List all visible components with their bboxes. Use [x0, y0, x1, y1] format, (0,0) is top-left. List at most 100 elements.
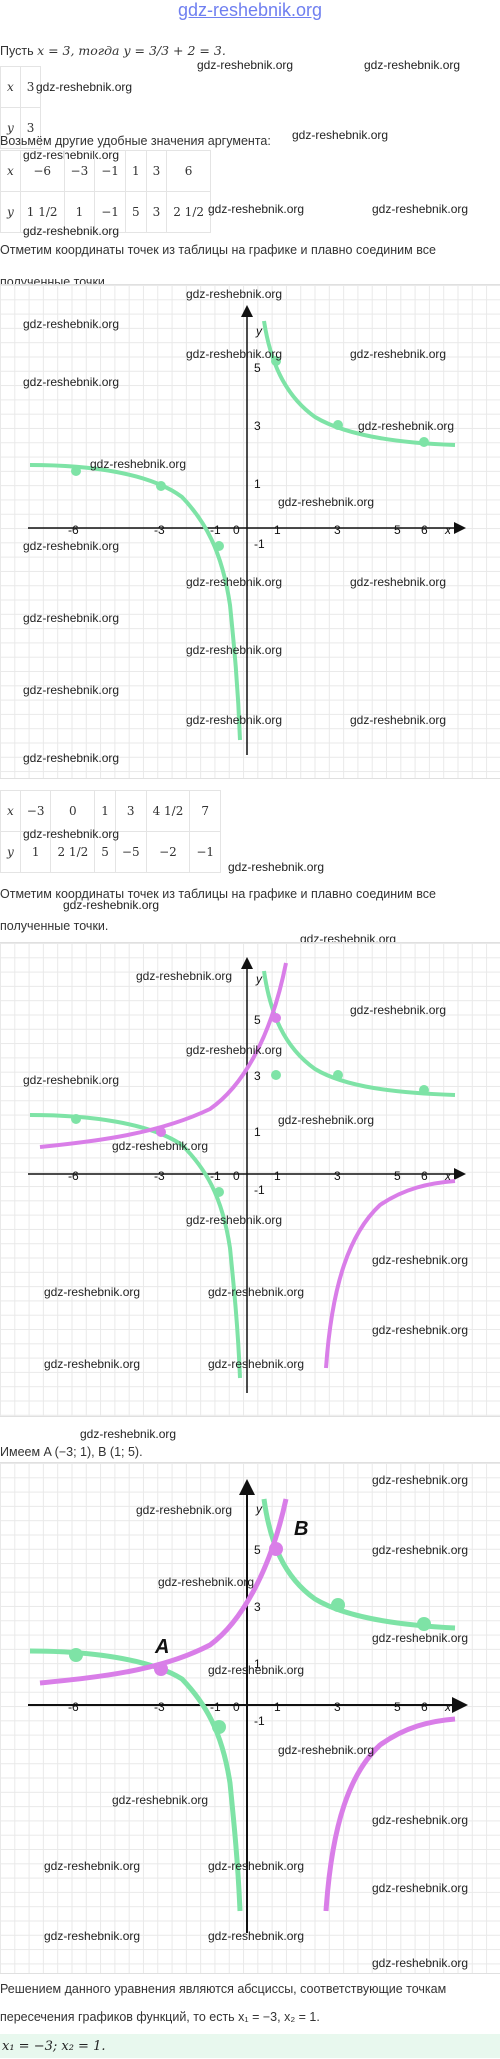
watermark: gdz-reshebnik.org: [23, 224, 120, 238]
watermark: gdz-reshebnik.org: [23, 751, 120, 765]
y-tick: 3: [254, 419, 261, 433]
x-tick: 0: [233, 523, 240, 537]
table-cell: −1: [94, 150, 126, 192]
x-tick: 6: [421, 1700, 428, 1714]
intro-prefix: Пусть: [0, 44, 38, 58]
watermark: gdz-reshebnik.org: [23, 827, 120, 841]
y-tick: 3: [254, 1069, 261, 1083]
y-tick: 1: [254, 1657, 261, 1671]
watermark: gdz-reshebnik.org: [208, 1929, 305, 1943]
watermark: gdz-reshebnik.org: [158, 1575, 255, 1589]
table-cell: 2 1/2: [50, 831, 96, 873]
point: [333, 1070, 343, 1080]
site-link[interactable]: gdz-reshebnik.org: [177, 0, 323, 20]
watermark: gdz-reshebnik.org: [136, 1503, 233, 1517]
watermark: gdz-reshebnik.org: [372, 1813, 469, 1827]
watermark: gdz-reshebnik.org: [208, 1285, 305, 1299]
watermark: gdz-reshebnik.org: [186, 575, 283, 589]
point: [71, 1114, 81, 1124]
graph-2: -6 -3 -1 0 1 3 5 6 x 5 3 1 -1 y gdz-resh…: [0, 942, 500, 1417]
purple-right-branch: [324, 1179, 456, 1369]
watermark: gdz-reshebnik.org: [44, 1357, 141, 1371]
point: [417, 1617, 431, 1631]
watermark: gdz-reshebnik.org: [44, 1859, 141, 1873]
point: [212, 1720, 226, 1734]
hyperbola-left-branch: [29, 1648, 243, 1912]
y-tick: 1: [254, 477, 261, 491]
table-cell: 3: [19, 107, 42, 149]
table-cell: −1: [94, 191, 126, 233]
watermark: gdz-reshebnik.org: [372, 1473, 469, 1487]
x-tick: -6: [68, 1700, 79, 1714]
x-axis-label: x: [444, 1700, 452, 1714]
table-cell: −3: [19, 790, 52, 832]
intersections-text: Имеем A (−3; 1), B (1; 5).: [0, 1445, 143, 1459]
watermark: gdz-reshebnik.org: [278, 1113, 375, 1127]
hyperbola-right-branch: [261, 1498, 456, 1631]
watermark: gdz-reshebnik.org: [63, 898, 160, 912]
other-values-text: Возьмём другие удобные значения аргумент…: [0, 134, 271, 148]
x-tick: -1: [210, 1700, 221, 1714]
watermark: gdz-reshebnik.org: [208, 1663, 305, 1677]
watermark: gdz-reshebnik.org: [90, 457, 187, 471]
y-tick: -1: [254, 1714, 265, 1728]
watermark: gdz-reshebnik.org: [186, 287, 283, 301]
table-cell: 2 1/2: [166, 191, 211, 233]
table-cell: 5: [124, 191, 147, 233]
hyperbola-right-branch: [262, 970, 456, 1097]
graph-3-svg: A B -6 -3 -1 0 1 3 5 6 x 5 3 1 -1 y: [28, 1479, 468, 1933]
table-header-x: x: [0, 66, 21, 108]
watermark: gdz-reshebnik.org: [350, 347, 447, 361]
watermark: gdz-reshebnik.org: [372, 1323, 469, 1337]
watermark: gdz-reshebnik.org: [278, 495, 375, 509]
y-tick: 1: [254, 1125, 261, 1139]
watermark: gdz-reshebnik.org: [23, 611, 120, 625]
purple-left-branch: [39, 1498, 289, 1686]
watermark: gdz-reshebnik.org: [23, 375, 120, 389]
x-tick: -3: [154, 523, 165, 537]
watermark: gdz-reshebnik.org: [23, 683, 120, 697]
table-cell: −5: [114, 831, 147, 873]
y-tick: 5: [254, 361, 261, 375]
value-table-3: x −3 0 1 3 4 1/2 7 y 1 2 1/2 5 −5 −2 −1: [0, 790, 222, 873]
watermark: gdz-reshebnik.org: [358, 419, 455, 433]
point: [271, 356, 281, 366]
watermark: gdz-reshebnik.org: [278, 1743, 375, 1757]
watermark: gdz-reshebnik.org: [228, 860, 325, 874]
table-cell: 6: [166, 150, 211, 192]
point: [156, 481, 166, 491]
table-cell: 1: [124, 150, 147, 192]
point: [271, 1013, 281, 1023]
watermark: gdz-reshebnik.org: [112, 1139, 209, 1153]
y-tick: -1: [254, 1183, 265, 1197]
watermark: gdz-reshebnik.org: [23, 1073, 120, 1087]
point: [331, 1598, 345, 1612]
watermark: gdz-reshebnik.org: [197, 58, 294, 72]
point: [214, 1187, 224, 1197]
table-header-x: x: [0, 790, 21, 832]
graph-3: A B -6 -3 -1 0 1 3 5 6 x 5 3 1 -1 y gdz-…: [0, 1462, 500, 1974]
y-axis-label: y: [255, 324, 263, 338]
point: [271, 1070, 281, 1080]
point: [71, 466, 81, 476]
table-header-x: x: [0, 150, 21, 192]
y-tick: 3: [254, 1600, 261, 1614]
table-cell: −2: [145, 831, 191, 873]
conclusion-text: Решением данного уравнения являются абсц…: [0, 1982, 447, 2024]
watermark: gdz-reshebnik.org: [23, 539, 120, 553]
watermark: gdz-reshebnik.org: [372, 1543, 469, 1557]
watermark: gdz-reshebnik.org: [36, 80, 133, 94]
answer: x₁ = −3; x₂ = 1.: [0, 2034, 500, 2058]
graph-1: -6 -3 -1 0 1 3 5 6 x 5 3 1 -1 y gdz-resh…: [0, 284, 500, 779]
x-tick: 0: [233, 1169, 240, 1183]
purple-right-branch: [323, 1716, 456, 1912]
table-cell: 1 1/2: [19, 191, 65, 233]
watermark: gdz-reshebnik.org: [136, 969, 233, 983]
x-tick: -1: [210, 1169, 221, 1183]
table-header-y: y: [0, 107, 21, 149]
x-tick: 1: [274, 523, 281, 537]
point: [419, 437, 429, 447]
watermark: gdz-reshebnik.org: [186, 1213, 283, 1227]
y-tick: 5: [254, 1013, 261, 1027]
table-cell: 1: [63, 191, 96, 233]
